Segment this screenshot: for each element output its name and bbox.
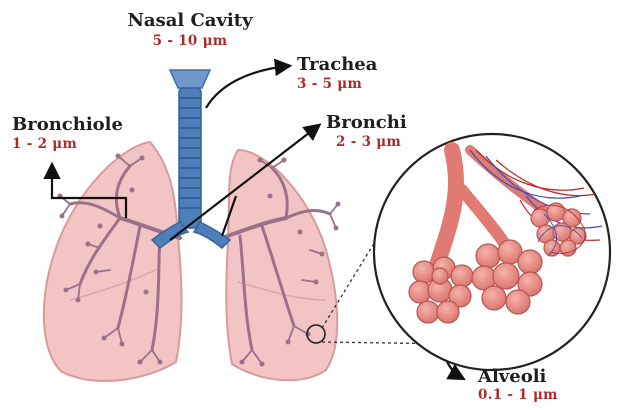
trachea-name: Trachea xyxy=(297,54,377,75)
alveoli-name: Alveoli xyxy=(478,366,558,387)
alveoli-label: Alveoli 0.1 - 1 μm xyxy=(478,366,558,403)
trachea-arrow xyxy=(206,66,288,108)
nasal-cavity-name: Nasal Cavity xyxy=(0,10,380,31)
trachea-size: 3 - 5 μm xyxy=(297,76,377,92)
bronchi-size: 2 - 3 μm xyxy=(336,134,407,150)
trachea-label: Trachea 3 - 5 μm xyxy=(297,54,377,92)
left-lung xyxy=(44,142,182,381)
nasal-cavity-label: Nasal Cavity 5 - 10 μm xyxy=(0,10,380,49)
nasal-cavity-size: 5 - 10 μm xyxy=(0,33,380,49)
bronchiole-name: Bronchiole xyxy=(12,114,123,135)
alveoli-size: 0.1 - 1 μm xyxy=(478,387,558,403)
bronchiole-size: 1 - 2 μm xyxy=(12,136,123,152)
bronchi-name: Bronchi xyxy=(326,112,407,133)
alveoli-inset xyxy=(374,134,610,370)
bronchi-label: Bronchi 2 - 3 μm xyxy=(326,112,407,150)
bronchiole-label: Bronchiole 1 - 2 μm xyxy=(12,114,123,152)
